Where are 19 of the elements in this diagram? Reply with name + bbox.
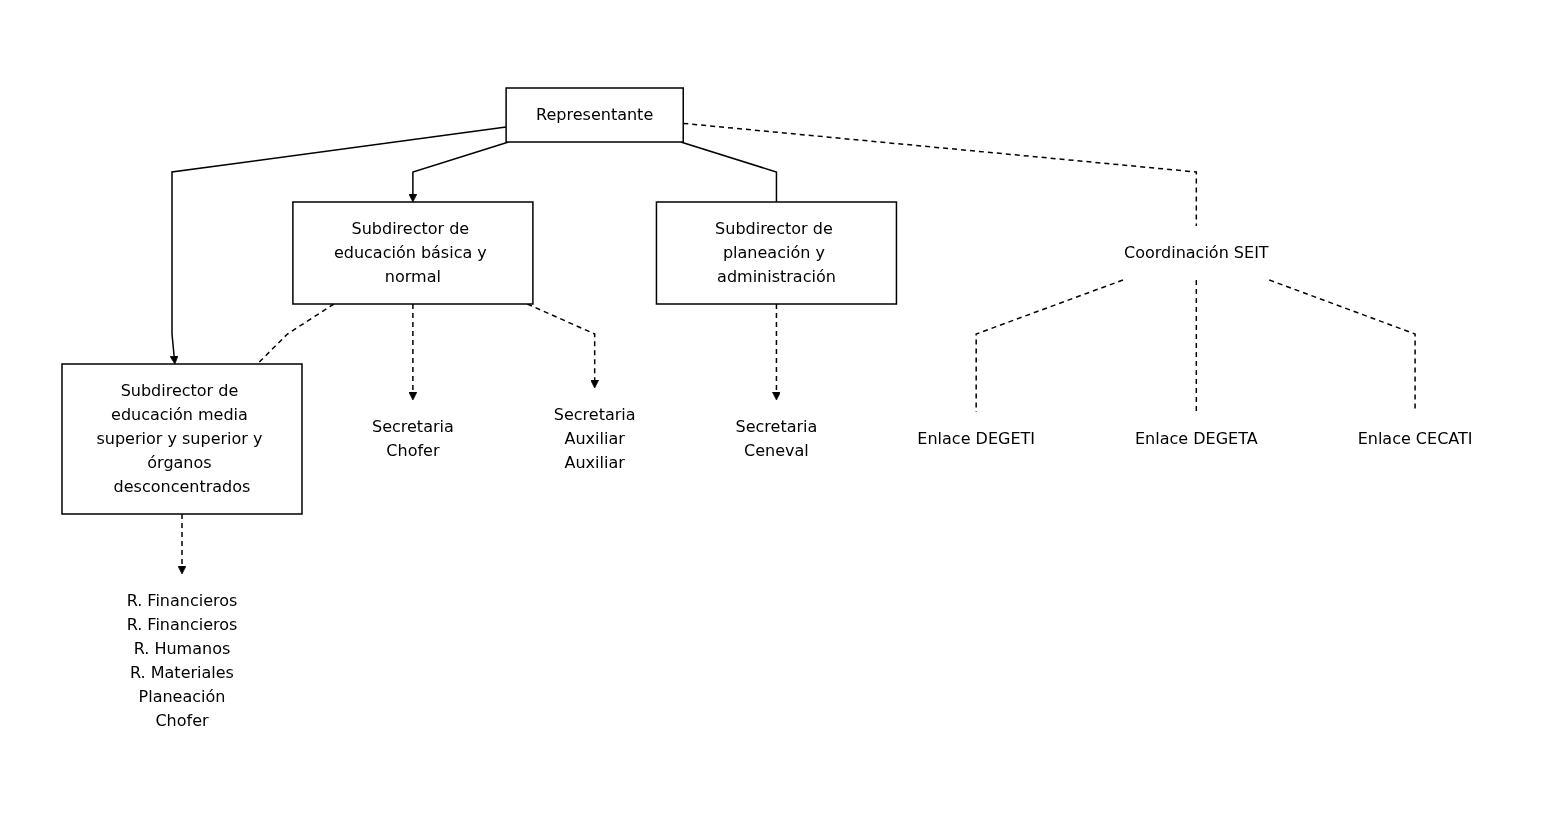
connector: [1195, 278, 1197, 413]
node-box: Representante: [505, 86, 684, 143]
arrow: [526, 302, 599, 388]
node-text: Enlace CECATI: [1357, 428, 1473, 448]
arrow: [771, 302, 781, 400]
node-text: Enlace DEGETA: [1134, 428, 1258, 448]
connector: [682, 122, 1197, 227]
node-text: Secretaria Chofer: [371, 416, 454, 460]
arrow: [177, 512, 187, 574]
node-box: Subdirector de educación básica y normal: [291, 200, 534, 305]
node-box: Subdirector de planeación y administración: [655, 200, 897, 305]
arrow: [408, 302, 418, 400]
node-box: Subdirector de educación media superior y superior y órganos desconcentrados: [61, 362, 303, 515]
node-text: Enlace DEGETI: [917, 428, 1035, 448]
node-text: R. Financieros R. Financieros R. Humanos R. Materiales Planeación Chofer: [126, 590, 238, 730]
node-text: Coordinación SEIT: [1123, 242, 1269, 262]
connector: [256, 302, 335, 365]
node-text: Secretaria Auxiliar Auxiliar: [553, 404, 636, 472]
node-text: Secretaria Ceneval: [735, 416, 818, 460]
